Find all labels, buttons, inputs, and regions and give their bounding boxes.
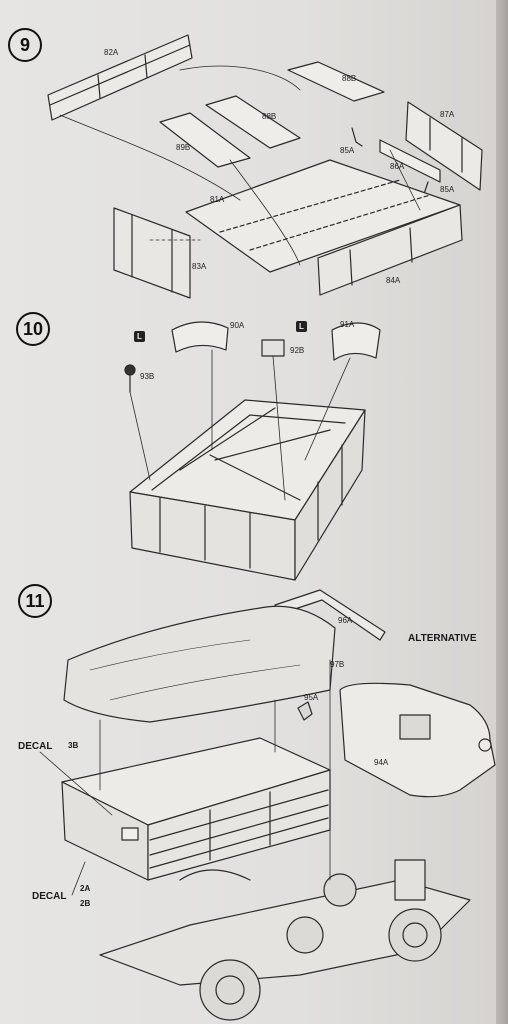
step9-drawing	[47, 34, 483, 299]
part-label-82a: 82A	[104, 48, 119, 57]
part-label-94a: 94A	[374, 758, 389, 767]
part-label-92b: 92B	[290, 346, 305, 355]
step10-drawing	[124, 321, 381, 581]
part-label-87a: 87A	[440, 110, 455, 119]
part-label-90a: 90A	[230, 321, 245, 330]
part-label-96a: 96A	[338, 616, 353, 625]
step11-drawing	[39, 589, 496, 1021]
decal-bottom-number-2a: 2A	[80, 884, 91, 893]
step-number-10: 10	[16, 312, 50, 346]
part-label-84a: 84A	[386, 276, 401, 285]
part-label-85a-lower: 85A	[440, 185, 455, 194]
part-label-83a: 83A	[192, 262, 207, 271]
alternative-label: ALTERNATIVE	[408, 633, 477, 644]
part-label-88b-mid: 88B	[262, 112, 277, 121]
step-number-9: 9	[8, 28, 42, 62]
part-label-86a: 86A	[390, 162, 405, 171]
page-edge	[496, 0, 508, 1024]
part-label-97b: 97B	[330, 660, 345, 669]
decal-top-number: 3B	[68, 741, 79, 750]
step-number-11: 11	[18, 584, 52, 618]
part-label-93b: 93B	[140, 372, 155, 381]
part-label-89b: 89B	[176, 143, 191, 152]
part-label-95a: 95A	[304, 693, 319, 702]
part-label-85a-upper: 85A	[340, 146, 355, 155]
decal-bottom-label: DECAL	[32, 891, 67, 902]
decal-bottom-number-2b: 2B	[80, 899, 91, 908]
part-label-88b-top: 88B	[342, 74, 357, 83]
marker-l-right: L	[296, 321, 307, 332]
part-label-81a: 81A	[210, 195, 225, 204]
part-label-91a: 91A	[340, 320, 355, 329]
marker-l-left: L	[134, 331, 145, 342]
decal-top-label: DECAL	[18, 741, 53, 752]
